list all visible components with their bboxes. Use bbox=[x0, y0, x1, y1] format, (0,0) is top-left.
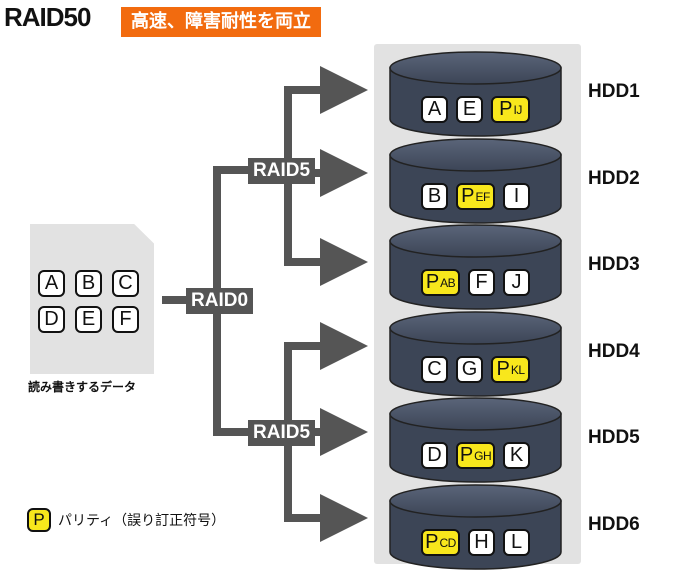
hdd-label: HDD2 bbox=[588, 168, 640, 189]
data-block: E bbox=[456, 96, 483, 123]
disk-cylinder-icon bbox=[389, 224, 562, 310]
source-block: B bbox=[75, 270, 102, 297]
data-block: H bbox=[468, 529, 495, 556]
source-block: C bbox=[112, 270, 139, 297]
data-block: B bbox=[421, 183, 448, 210]
data-block: D bbox=[421, 442, 448, 469]
hdd-label: HDD1 bbox=[588, 81, 640, 102]
data-block: K bbox=[503, 442, 530, 469]
disk-cylinder-icon bbox=[389, 138, 562, 224]
data-block: F bbox=[468, 269, 495, 296]
data-document-icon bbox=[30, 224, 154, 374]
raid0-label: RAID0 bbox=[186, 288, 254, 314]
source-block: D bbox=[38, 306, 65, 333]
source-block: E bbox=[75, 306, 102, 333]
hdd-label: HDD5 bbox=[588, 427, 640, 448]
subtitle-badge: 高速、障害耐性を両立 bbox=[121, 7, 321, 37]
data-block: L bbox=[503, 529, 530, 556]
parity-legend-symbol: P bbox=[27, 508, 51, 532]
disk-cylinder-icon bbox=[389, 51, 562, 137]
raid5-top-label: RAID5 bbox=[248, 158, 316, 184]
hdd-label: HDD4 bbox=[588, 341, 640, 362]
data-block: J bbox=[503, 269, 530, 296]
disk-cylinder-icon bbox=[389, 484, 562, 570]
source-block: F bbox=[112, 306, 139, 333]
disk-cylinder-icon bbox=[389, 311, 562, 397]
source-data-caption: 読み書きするデータ bbox=[28, 380, 137, 394]
hdd-label: HDD6 bbox=[588, 514, 640, 535]
data-block: G bbox=[456, 356, 483, 383]
data-block: I bbox=[503, 183, 530, 210]
hdd-label: HDD3 bbox=[588, 254, 640, 275]
parity-legend-text: パリティ（誤り訂正符号） bbox=[58, 513, 226, 529]
source-block: A bbox=[38, 270, 65, 297]
data-block: A bbox=[421, 96, 448, 123]
page-title: RAID50 bbox=[4, 2, 91, 32]
disk-cylinder-icon bbox=[389, 397, 562, 483]
raid5-bottom-label: RAID5 bbox=[248, 420, 316, 446]
data-block: C bbox=[421, 356, 448, 383]
parity-legend: P パリティ（誤り訂正符号） bbox=[27, 508, 225, 532]
